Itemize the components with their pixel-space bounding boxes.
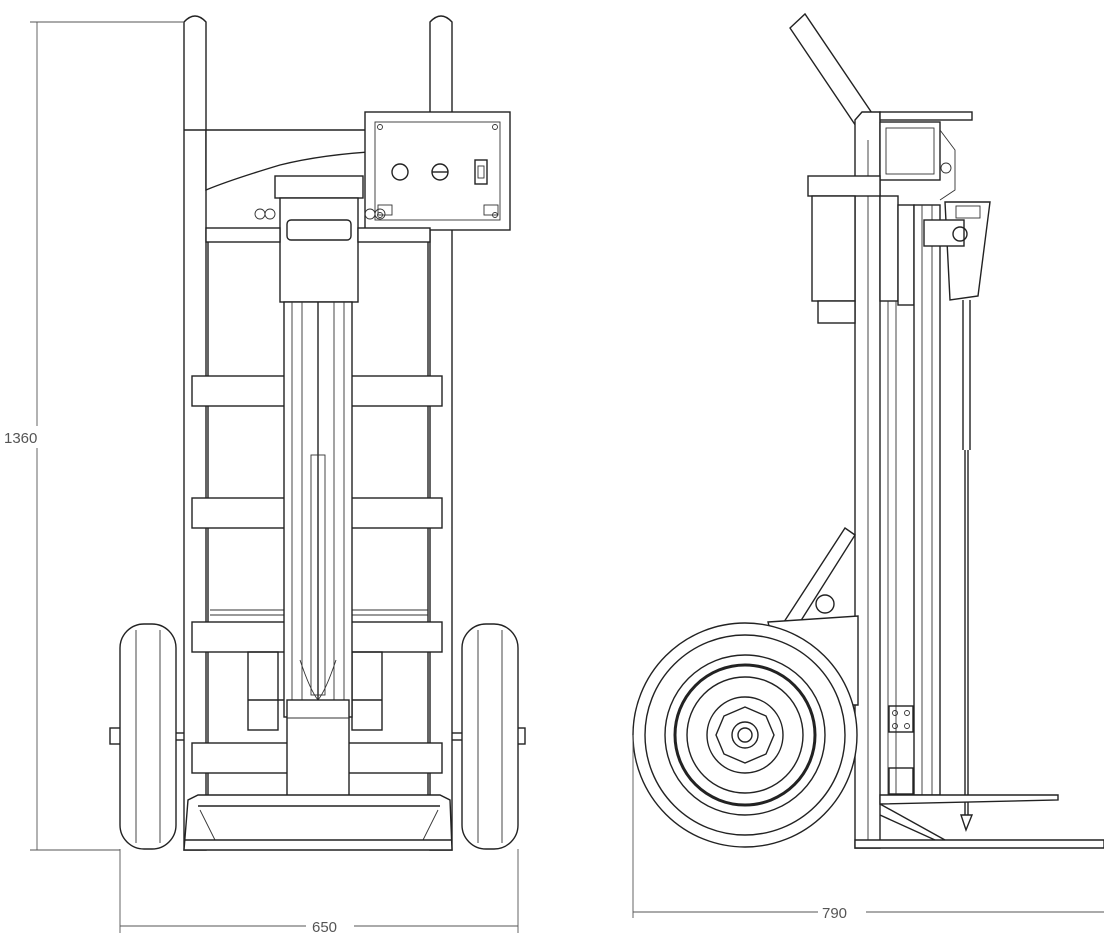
side-ground-plate bbox=[854, 839, 1104, 849]
side-probe-tip bbox=[960, 814, 974, 833]
front-base-plate bbox=[183, 794, 453, 851]
motor-head-top bbox=[274, 175, 364, 199]
lower-bracket-left bbox=[247, 651, 279, 731]
front-upper-bar-left bbox=[205, 227, 281, 243]
side-motor-housing bbox=[879, 121, 941, 181]
front-left-handle bbox=[183, 15, 207, 851]
side-control-panel bbox=[923, 201, 991, 301]
side-view bbox=[632, 12, 1104, 849]
side-foot-plate bbox=[879, 794, 1059, 805]
width-dimension-label: 650 bbox=[312, 919, 337, 936]
side-wheel bbox=[632, 622, 858, 848]
side-mast-main bbox=[913, 204, 941, 796]
depth-dimension-label: 790 bbox=[822, 905, 847, 922]
depth-dimension: 790 bbox=[632, 735, 1104, 922]
control-box bbox=[364, 111, 511, 231]
side-upright bbox=[854, 111, 881, 849]
width-dimension: 650 bbox=[119, 849, 519, 936]
front-view bbox=[109, 15, 526, 851]
side-mast-upper bbox=[879, 195, 899, 302]
front-upper-bar-right bbox=[357, 227, 431, 243]
side-diagonal-strut bbox=[780, 527, 856, 631]
side-cylinder-cap bbox=[807, 175, 881, 197]
motor-head-slot bbox=[286, 219, 352, 241]
height-dimension-label: 1360 bbox=[4, 430, 37, 447]
side-cylinder-bottom bbox=[817, 300, 856, 324]
lower-bracket-right bbox=[351, 651, 383, 731]
side-top-plate bbox=[879, 111, 973, 121]
wing-nut-left bbox=[254, 208, 266, 220]
side-cylinder-body bbox=[811, 195, 856, 302]
front-right-wheel bbox=[461, 623, 519, 850]
height-dimension: 1360 bbox=[4, 21, 184, 851]
side-mast-guide bbox=[897, 204, 915, 306]
mast-column bbox=[283, 301, 353, 820]
front-left-wheel bbox=[119, 623, 177, 850]
motor-head-plate bbox=[279, 197, 359, 303]
